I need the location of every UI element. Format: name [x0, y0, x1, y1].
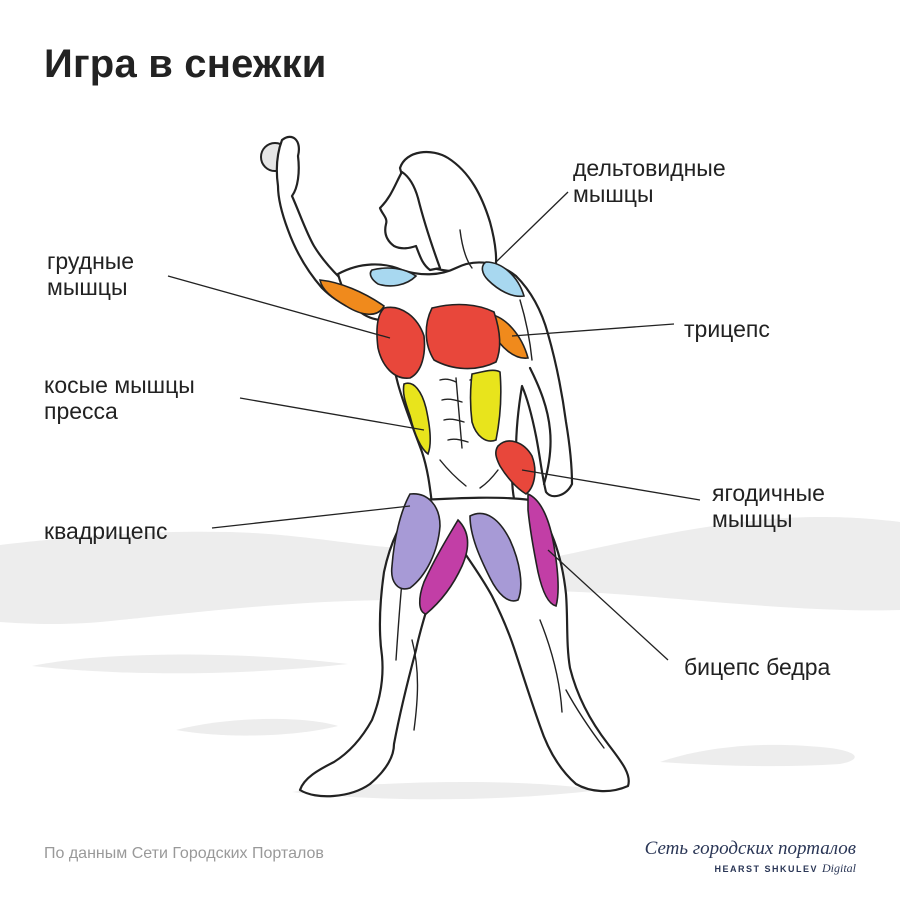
leader-glutes — [521, 469, 701, 501]
label-deltoids: дельтовидные мышцы — [573, 155, 726, 207]
leader-obliques — [239, 397, 425, 431]
snow-background — [0, 516, 900, 800]
leader-quadriceps — [211, 505, 411, 529]
leader-deltoids — [495, 191, 569, 263]
logo-sub-suffix: Digital — [821, 861, 856, 875]
label-hamstrings: бицепс бедра — [684, 654, 831, 680]
label-obliques: косые мышцы пресса — [44, 372, 195, 424]
muscle-obliques — [402, 369, 502, 456]
label-pectorals: грудные мышцы — [47, 248, 135, 300]
body-outline — [275, 135, 630, 798]
logo-sub-text: HEARST SHKULEV Digital — [645, 861, 856, 876]
leader-triceps — [511, 323, 675, 337]
page-title: Игра в снежки — [44, 42, 327, 86]
label-quadriceps: квадрицепс — [44, 518, 168, 544]
logo-main-text: Сеть городских порталов — [644, 838, 856, 859]
muscle-pectorals — [376, 303, 501, 379]
muscle-hamstrings — [418, 492, 559, 615]
leader-lines — [167, 191, 701, 661]
muscle-deltoids — [369, 261, 526, 298]
leader-pectorals — [167, 275, 391, 339]
logo-sub-brand: HEARST SHKULEV — [714, 864, 818, 874]
muscle-glutes — [495, 440, 536, 495]
source-note: По данным Сети Городских Порталов — [44, 845, 324, 862]
publisher-logo: Сеть городских порталов HEARST SHKULEV D… — [645, 838, 856, 876]
label-triceps: трицепс — [684, 316, 770, 342]
leader-hamstrings — [547, 549, 669, 661]
muscle-quadriceps — [390, 493, 522, 602]
label-glutes: ягодичные мышцы — [712, 480, 825, 532]
